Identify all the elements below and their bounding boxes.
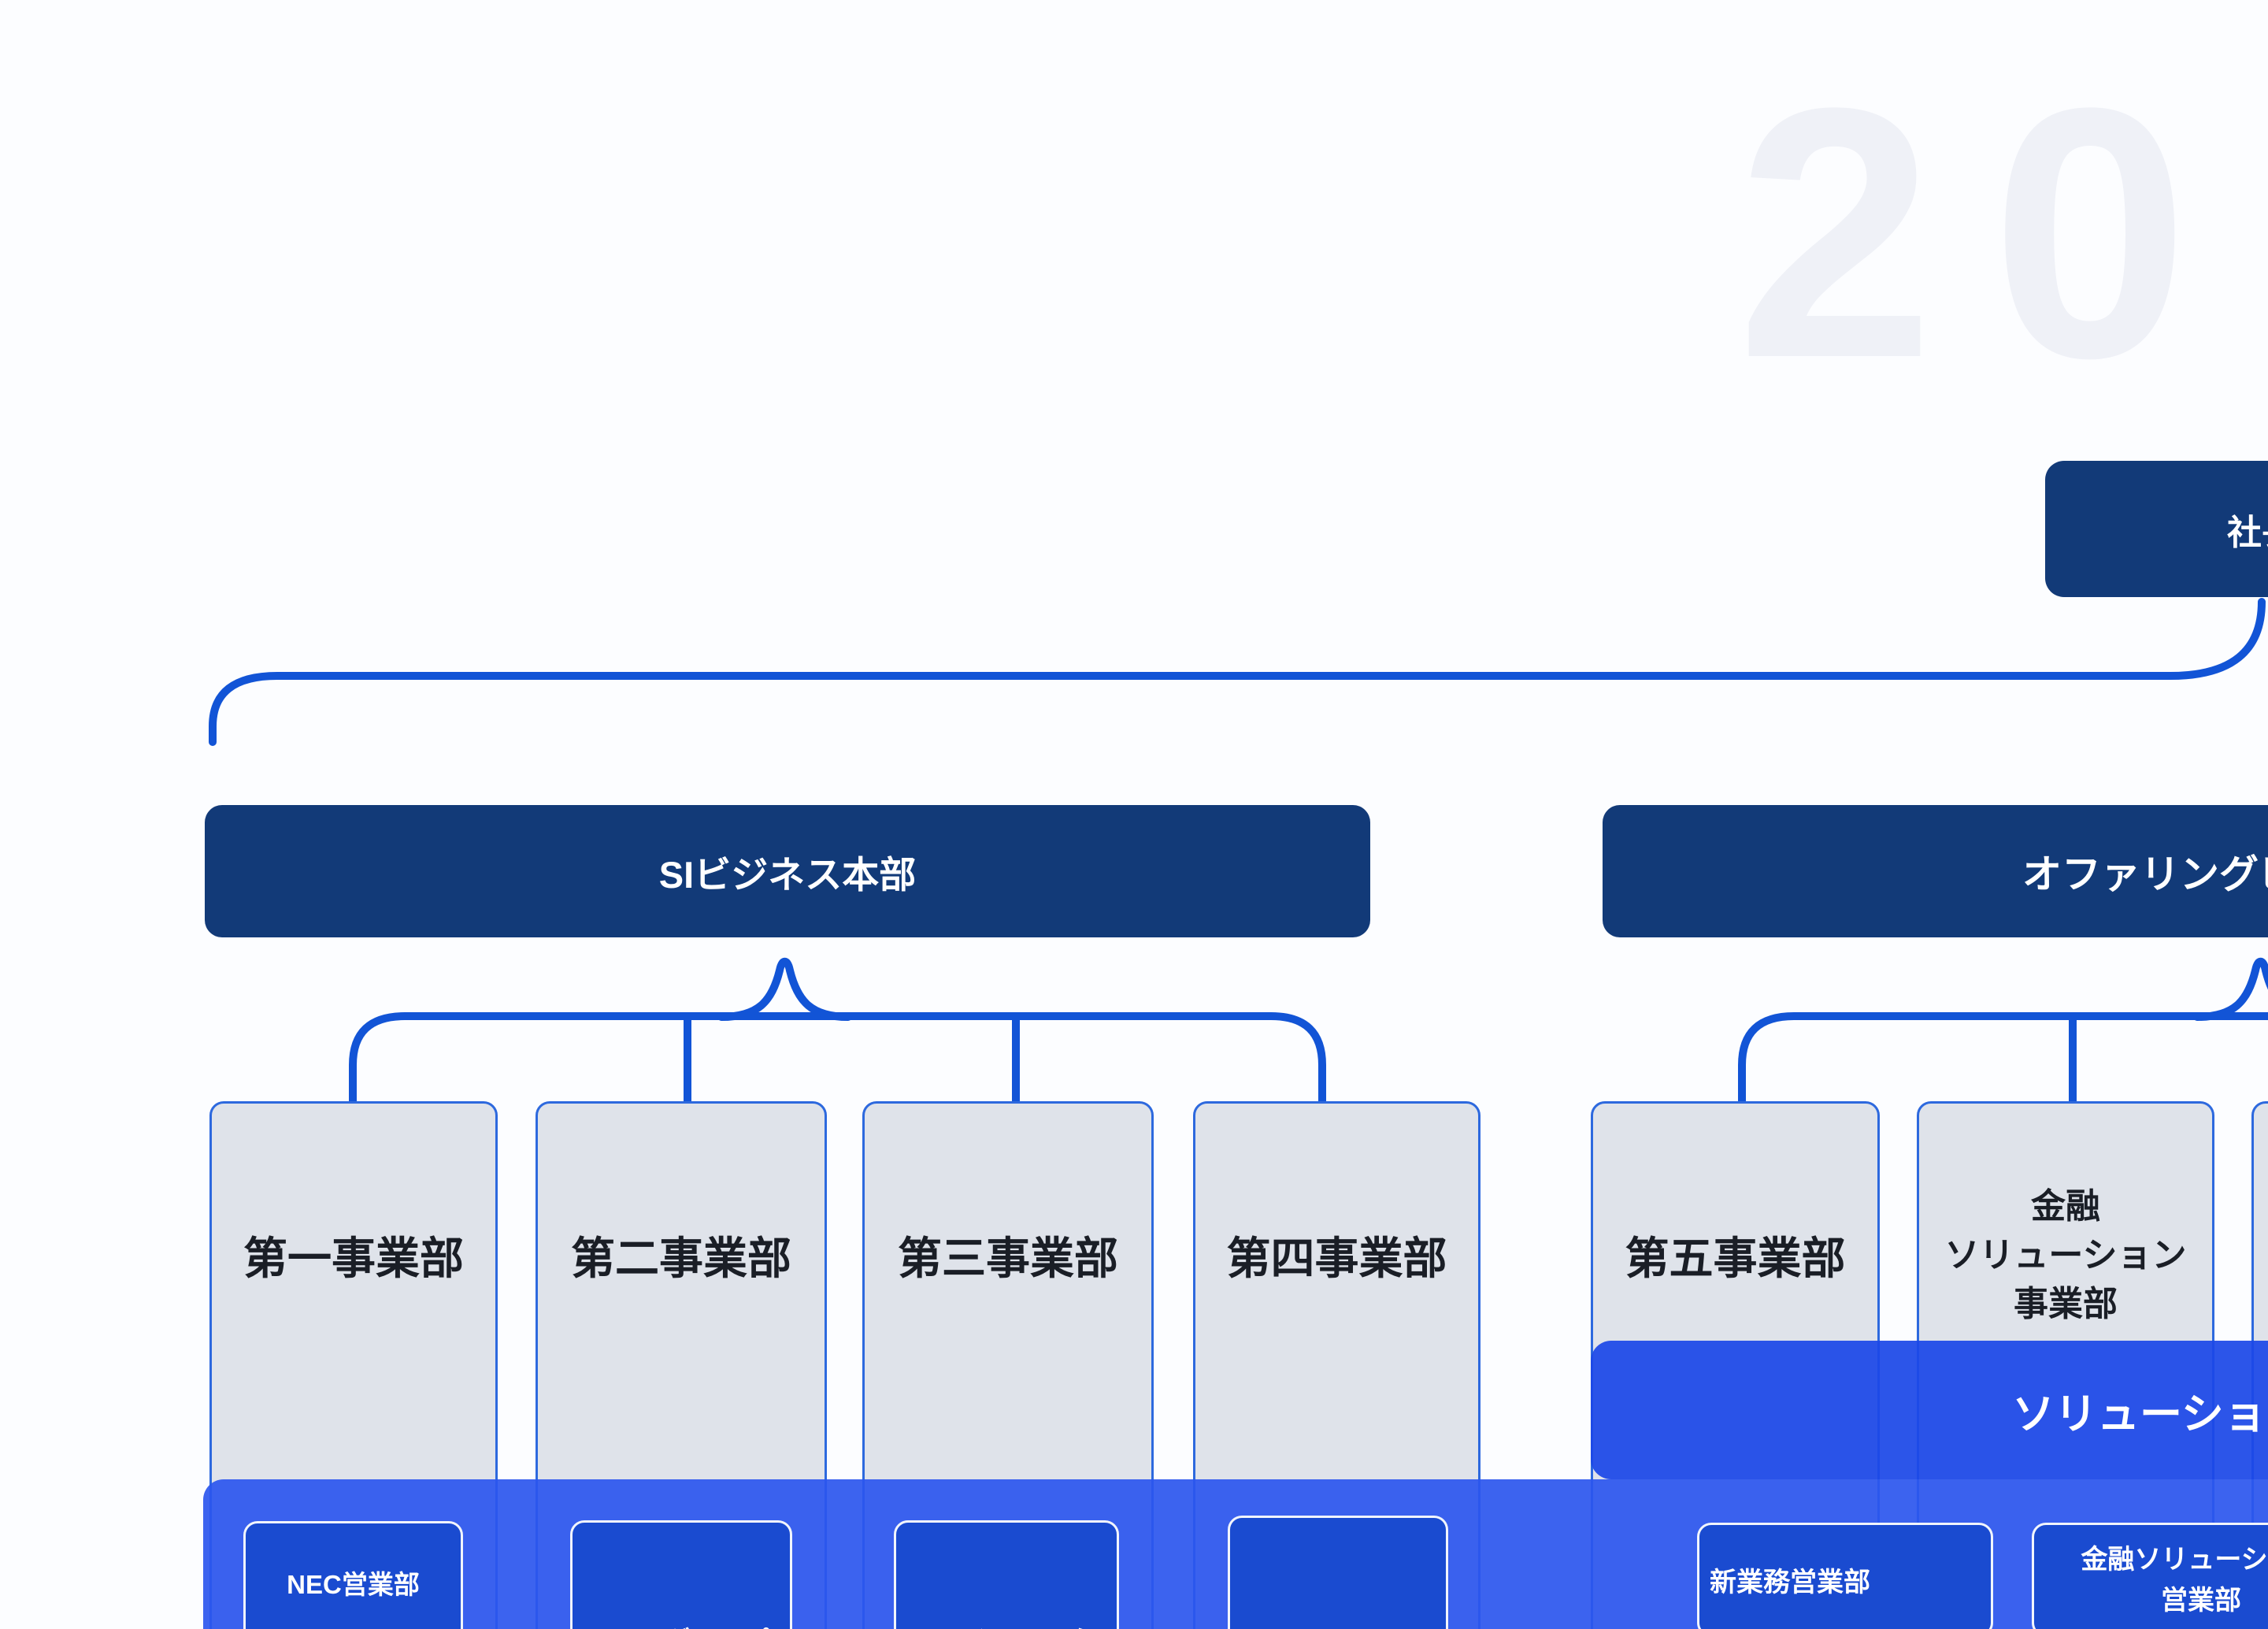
hq-offering-business-box: オファリングビジネス本部 — [1603, 805, 2268, 937]
dept-new-business-sales-label: 新業務営業部 — [1710, 1568, 1870, 1597]
hq-si-business-box: SIビジネス本部 — [205, 805, 1370, 937]
dept-nttd-group-box: NTTDグループ — [570, 1520, 792, 1629]
dept-nec-sales-label: NEC営業部 — [287, 1569, 420, 1599]
connector-si-brace — [349, 1012, 1326, 1110]
connector-president-rail — [209, 598, 2266, 746]
division-financial-solution-label: 金融 ソリューション 事業部 — [1944, 1186, 2187, 1323]
dept-unlabeled-box — [1228, 1516, 1448, 1629]
president-box: 社長 — [2045, 461, 2268, 597]
solution-group-label: ソリューション — [2012, 1390, 2268, 1438]
dept-nec-sales-box: NEC営業部 — [243, 1521, 463, 1629]
division-1-label: 第一事業部 — [243, 1234, 464, 1283]
year-watermark: 20 — [1736, 34, 2246, 432]
dept-tis-intec-box: TISインテック — [894, 1520, 1119, 1629]
division-3-label: 第三事業部 — [898, 1234, 1118, 1283]
solution-group-box: ソリューション — [1591, 1341, 2268, 1479]
dept-financial-solution-sales-line2: 営業部 — [2161, 1585, 2241, 1616]
connector-offering-brace-cusp — [2193, 957, 2268, 1021]
president-label: 社長 — [2227, 513, 2268, 552]
division-5-label: 第五事業部 — [1625, 1234, 1846, 1283]
dept-tis-intec-label: TISインテック — [919, 1620, 1095, 1629]
division-4-label: 第四事業部 — [1226, 1234, 1447, 1283]
hq-si-business-label: SIビジネス本部 — [658, 853, 917, 896]
connector-offering-brace — [1738, 1012, 2268, 1110]
division-2-label: 第二事業部 — [571, 1234, 791, 1283]
connector-si-brace-cusp — [717, 957, 852, 1021]
dept-new-business-sales-box: 新業務営業部 — [1697, 1523, 1993, 1629]
hq-offering-business-label: オファリングビジネス本部 — [2022, 852, 2268, 896]
dept-nttd-group-label: NTTDグループ — [593, 1620, 770, 1629]
